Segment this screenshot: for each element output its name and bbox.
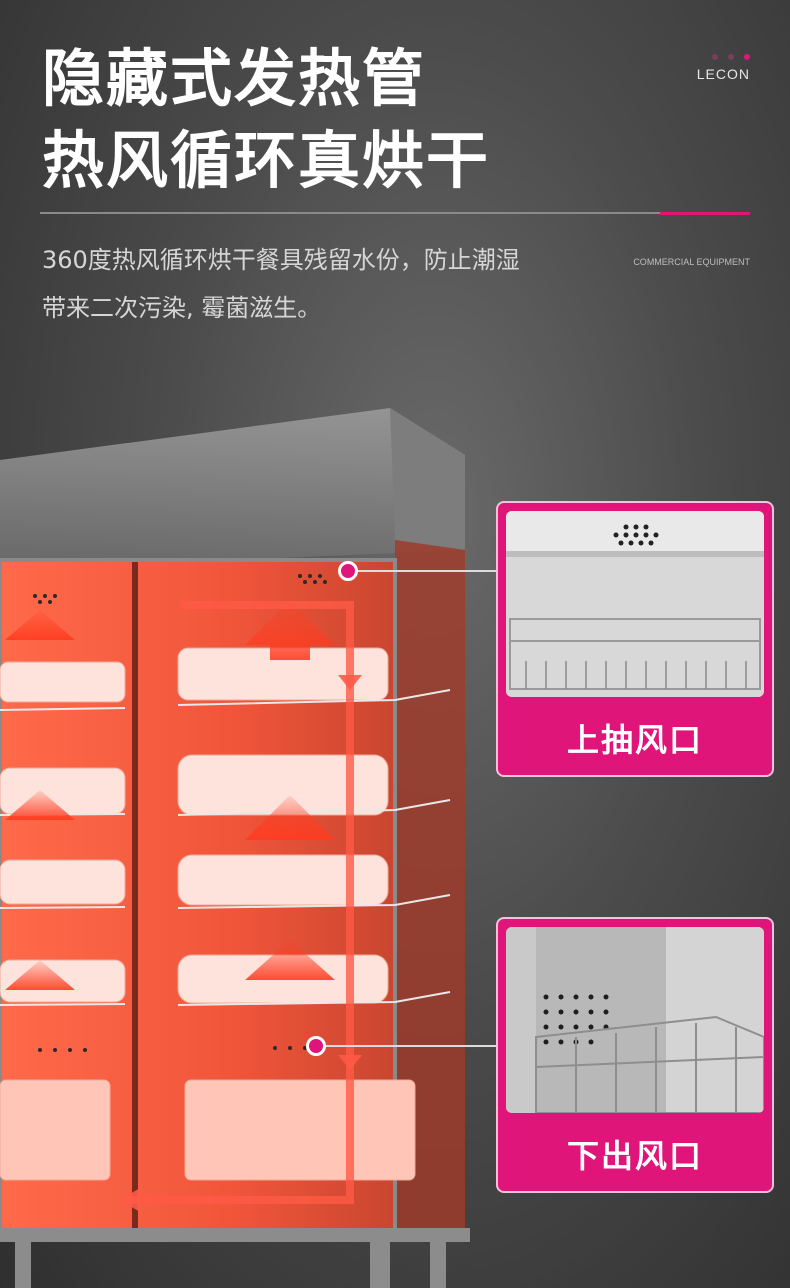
brand-dots	[697, 54, 750, 60]
callout-top-exhaust: 上抽风口	[496, 501, 774, 777]
cabinet-legs	[0, 1228, 470, 1288]
marker-bottom-vent	[306, 1036, 326, 1056]
cabinet-illustration	[0, 408, 470, 1288]
cabinet-side-panel	[395, 540, 465, 1240]
cabinet-top	[0, 408, 465, 570]
vent-holes	[33, 574, 327, 1052]
divider-accent	[660, 212, 750, 215]
shelf-racks	[0, 689, 451, 1006]
description-line1: 360度热风循环烘干餐具残留水份，防止潮湿	[42, 246, 520, 274]
connector-top	[355, 570, 497, 572]
callout-top-label: 上抽风口	[566, 721, 703, 759]
bottom-outlet-photo	[506, 927, 764, 1113]
page-title-line1: 隐藏式发热管	[42, 42, 427, 115]
divider	[40, 212, 660, 214]
callout-bottom-label: 下出风口	[566, 1137, 703, 1175]
marker-top-vent	[338, 561, 358, 581]
brand-tagline: COMMERCIAL EQUIPMENT	[633, 257, 750, 267]
brand-logo: LECON	[697, 54, 750, 82]
connector-bottom	[325, 1045, 497, 1047]
top-exhaust-photo	[506, 511, 764, 697]
description-line2: 带来二次污染, 霉菌滋生。	[42, 294, 322, 322]
page-title-line2: 热风循环真烘干	[42, 124, 491, 197]
callout-bottom-outlet: 下出风口	[496, 917, 774, 1193]
airflow-arrows	[5, 600, 362, 1212]
brand-name: LECON	[696, 66, 750, 82]
